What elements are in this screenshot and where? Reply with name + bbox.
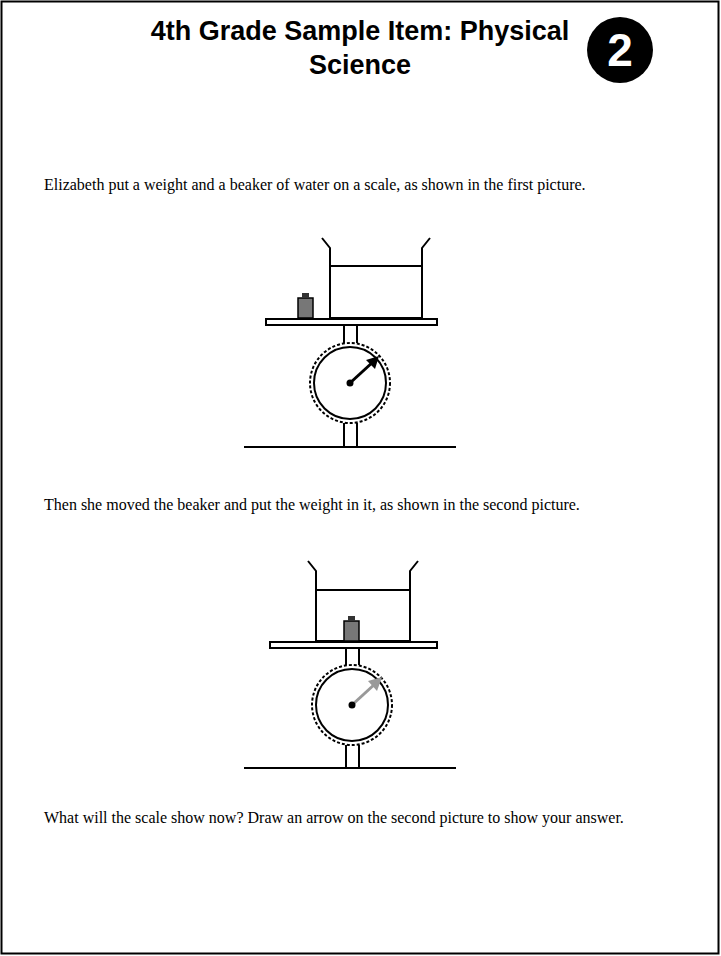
item-number: 2	[586, 16, 654, 84]
page-title: 4th Grade Sample Item: Physical Science	[140, 14, 580, 82]
scale-picture-1	[244, 238, 456, 447]
question-text: Elizabeth put a weight and a beaker of w…	[44, 172, 676, 197]
item-number-badge: 2	[586, 16, 654, 84]
question-text: Then she moved the beaker and put the we…	[44, 492, 676, 517]
question-text: What will the scale show now? Draw an ar…	[44, 805, 676, 830]
scale-picture-2	[244, 561, 456, 768]
